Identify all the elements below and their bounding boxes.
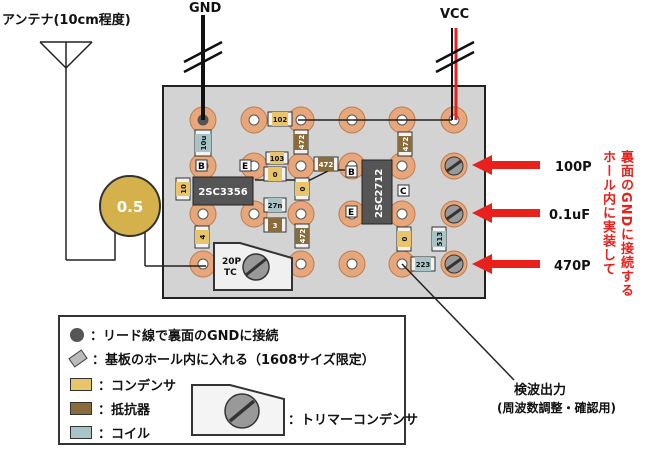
smd-r472d: 472: [397, 131, 413, 157]
pad-hole: [197, 208, 209, 220]
smd-label: 472: [298, 135, 306, 150]
smd-c10: 10: [175, 177, 191, 201]
smd-label: 513: [436, 232, 444, 247]
smd-label: 27n: [268, 202, 283, 210]
legend-coil-text: ：コイル: [98, 427, 151, 442]
trimmer-type: TC: [224, 268, 237, 278]
smd-r3: 3: [263, 217, 287, 233]
smd-r4: 4: [194, 225, 210, 249]
pad-hole: [197, 258, 209, 270]
legend-resistor: ：抵抗器: [70, 399, 150, 418]
vcc-break-icon: [435, 40, 475, 74]
detect-label: 検波出力: [514, 382, 566, 398]
smd-r472a: 472: [293, 129, 309, 155]
label-470p: 470P: [554, 259, 591, 274]
gnd-via-icon: [70, 327, 84, 342]
red-arrows: [472, 155, 540, 274]
legend-hole: ：基板のホール内に入れる（1608サイズ限定）: [68, 349, 375, 368]
pad-hole: [295, 258, 307, 270]
trimmer-slot: [245, 257, 267, 277]
antenna-icon: [39, 41, 116, 261]
transistor-2sc2712: [361, 159, 393, 225]
coil-icon: [99, 175, 161, 237]
label-01uf: 0.1uF: [549, 208, 590, 223]
smd-label: 102: [273, 116, 288, 124]
pad-hole: [396, 208, 408, 220]
smd-label: 0: [273, 171, 278, 179]
arrow-01uf: [472, 203, 540, 223]
arrow-470p: [472, 254, 540, 274]
transistor-2sc3356: [192, 176, 254, 206]
smd-label: 4: [199, 234, 207, 239]
smd-label: 103: [270, 155, 285, 163]
detect-sub-label: (周波数調整・確認用): [497, 400, 616, 415]
smd-label: 472: [319, 161, 334, 169]
smd-label: 3: [273, 222, 278, 230]
detect-lead: [401, 263, 515, 381]
pad-hole: [396, 160, 408, 172]
smd-label: 472: [402, 137, 410, 152]
right-note-1: ホール内に実装して: [600, 150, 615, 276]
vcc-label: VCC: [440, 7, 469, 22]
gnd-break-icon: [183, 40, 223, 74]
pin-e2: E: [348, 208, 354, 218]
legend-resistor-text: ：抵抗器: [98, 403, 151, 418]
right-note-2: 裏面のGNDに接続する: [618, 150, 633, 298]
smd-r223: 223: [410, 256, 436, 272]
smd-r0b: 0: [294, 177, 310, 201]
pad-hole: [346, 258, 358, 270]
antenna-label: アンテナ(10cm程度): [2, 12, 131, 28]
pad-hole: [295, 208, 307, 220]
resistor-icon: [70, 402, 92, 415]
legend-gnd-via-text: ：リード線で裏面のGNDに接続: [90, 329, 279, 344]
smd-label: 223: [416, 261, 431, 269]
pad-hole: [248, 208, 260, 220]
legend-hole-text: ：基板のホール内に入れる（1608サイズ限定）: [92, 353, 375, 368]
pin-c2: C: [400, 187, 407, 197]
pin-b1: B: [198, 162, 205, 172]
coil-label: 0.5: [117, 198, 144, 216]
arrow-100p: [472, 155, 540, 175]
pin-b2: B: [348, 168, 355, 178]
smd-label: 0: [299, 186, 307, 191]
legend-trimmer-text: ：トリマーコンデンサ: [288, 413, 419, 428]
hole-icon: [68, 349, 88, 368]
smd-r0a: 0: [263, 166, 287, 182]
smd-r102a: 102: [267, 111, 293, 127]
smd-r0c: 0: [396, 226, 412, 252]
legend-capacitor: ：コンデンサ: [70, 375, 176, 394]
legend: ：リード線で裏面のGNDに接続 ：基板のホール内に入れる（1608サイズ限定） …: [58, 315, 418, 445]
smd-r513: 513: [431, 226, 447, 252]
hole-capacitor-icon: [444, 156, 464, 176]
legend-gnd-via: ：リード線で裏面のGNDに接続: [70, 325, 278, 344]
trimmer-value: 20P: [222, 257, 242, 267]
smd-r472c: 472: [294, 223, 310, 249]
legend-trimmer: ：トリマーコンデンサ: [288, 409, 418, 428]
hole-capacitor-icon: [444, 254, 464, 274]
smd-r103: 103: [265, 151, 289, 165]
smd-parts: 102 10u 103 472 472 10 0 0 27n 3 4 472 0 513 223 472: [175, 111, 447, 272]
smd-c10u: 10u: [194, 129, 212, 157]
smd-label: 0: [401, 236, 409, 241]
smd-label: 472: [299, 229, 307, 244]
coil-legend-icon: [70, 426, 92, 439]
smd-label: 10u: [200, 136, 208, 151]
legend-coil: ：コイル: [70, 423, 150, 442]
smd-r472b: 472: [313, 156, 339, 172]
label-100p: 100P: [555, 160, 592, 175]
pad-hole: [248, 114, 260, 126]
gnd-label: GND: [189, 1, 222, 16]
pad-hole: [295, 160, 307, 172]
transistor-2sc3356-label: 2SC3356: [198, 187, 247, 198]
legend-trimmer-icon: [191, 384, 285, 436]
hole-capacitor-icon: [444, 204, 464, 224]
transistor-2sc2712-label: 2SC2712: [374, 169, 385, 218]
legend-capacitor-text: ：コンデンサ: [98, 379, 177, 394]
smd-c27n: 27n: [263, 197, 287, 213]
capacitor-icon: [70, 378, 92, 391]
pin-e1: E: [242, 162, 248, 172]
smd-label: 10: [180, 184, 188, 194]
pin-labels: B E B E C: [195, 159, 410, 218]
